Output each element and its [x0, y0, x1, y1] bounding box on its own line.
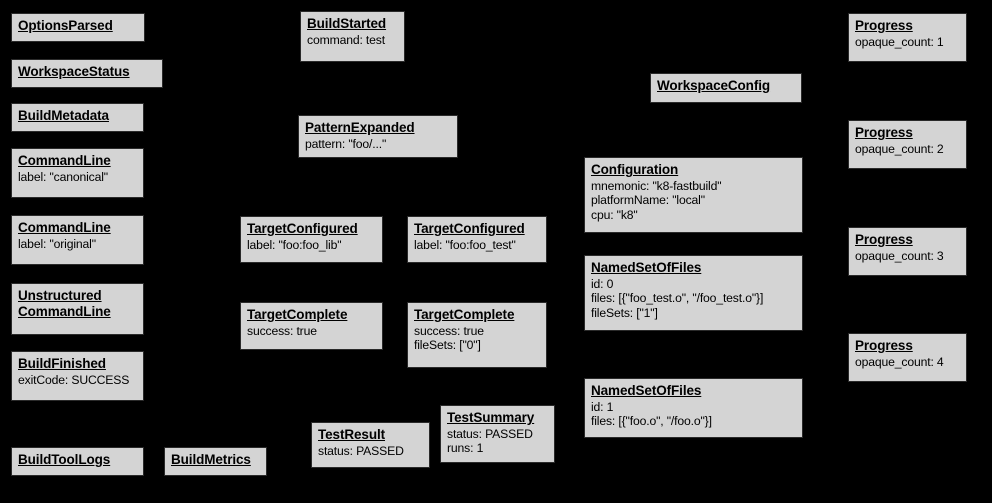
- node-attribute-line: opaque_count: 3: [855, 248, 944, 263]
- node-attribute-line: success: true: [247, 323, 317, 338]
- node-attributes: success: true: [247, 324, 376, 338]
- node-title: BuildFinished: [18, 356, 106, 371]
- node-attribute-line: opaque_count: 4: [855, 354, 944, 369]
- node-title: TestSummary: [447, 410, 535, 425]
- node-title: CommandLine: [18, 220, 111, 235]
- node-attributes: opaque_count: 2: [855, 142, 960, 156]
- node-title: Progress: [855, 338, 913, 353]
- node-attributes: label: "foo:foo_test": [414, 238, 540, 252]
- node-attribute-line: id: 0: [591, 276, 614, 291]
- node-title: TargetConfigured: [414, 221, 525, 236]
- node-title: TargetComplete: [414, 307, 515, 322]
- node-title: BuildToolLogs: [18, 452, 111, 467]
- node-title: TestResult: [318, 427, 386, 442]
- node-attributes: status: PASSED: [318, 444, 423, 458]
- node-title: WorkspaceConfig: [657, 78, 771, 93]
- node-attribute-line: mnemonic: "k8-fastbuild": [591, 178, 722, 193]
- node-attributes: opaque_count: 4: [855, 355, 960, 369]
- node-attribute-line: status: PASSED: [318, 443, 404, 458]
- node-attributes: command: test: [307, 33, 398, 47]
- node-title: WorkspaceStatus: [18, 64, 130, 79]
- node-build-metadata[interactable]: BuildMetadata: [11, 103, 144, 132]
- node-attribute-line: runs: 1: [447, 441, 484, 456]
- node-attribute-line: exitCode: SUCCESS: [18, 372, 130, 387]
- node-title: CommandLine: [18, 153, 111, 168]
- node-title: Progress: [855, 232, 913, 247]
- node-title: Progress: [855, 18, 913, 33]
- node-build-metrics[interactable]: BuildMetrics: [164, 447, 267, 476]
- node-attribute-line: files: [{"foo.o", "/foo.o"}]: [591, 414, 712, 429]
- node-attribute-line: success: true: [414, 323, 484, 338]
- node-attribute-line: files: [{"foo_test.o", "/foo_test.o"}]: [591, 291, 764, 306]
- node-title: Progress: [855, 125, 913, 140]
- node-attribute-line: fileSets: ["1"]: [591, 305, 658, 320]
- node-title: OptionsParsed: [18, 18, 113, 33]
- node-attributes: exitCode: SUCCESS: [18, 373, 137, 387]
- node-attribute-line: command: test: [307, 32, 385, 47]
- node-attributes: opaque_count: 1: [855, 35, 960, 49]
- node-title: BuildMetrics: [171, 452, 251, 467]
- node-workspace-status[interactable]: WorkspaceStatus: [11, 59, 163, 88]
- node-options-parsed[interactable]: OptionsParsed: [11, 13, 145, 42]
- node-attribute-line: label: "canonical": [18, 169, 108, 184]
- node-title: TargetComplete: [247, 307, 348, 322]
- node-attributes: mnemonic: "k8-fastbuild"platformName: "l…: [591, 179, 796, 222]
- node-title: TargetConfigured: [247, 221, 358, 236]
- node-attribute-line: cpu: "k8": [591, 207, 638, 222]
- node-attribute-line: id: 1: [591, 399, 614, 414]
- node-attribute-line: opaque_count: 1: [855, 34, 944, 49]
- node-attributes: pattern: "foo/...": [305, 137, 451, 151]
- node-attribute-line: label: "original": [18, 236, 96, 251]
- node-attributes: label: "foo:foo_lib": [247, 238, 376, 252]
- node-attribute-line: fileSets: ["0"]: [414, 338, 481, 353]
- node-attributes: opaque_count: 3: [855, 249, 960, 263]
- node-attributes: label: "canonical": [18, 170, 137, 184]
- node-attribute-line: opaque_count: 2: [855, 141, 944, 156]
- node-attribute-line: label: "foo:foo_test": [414, 237, 516, 252]
- node-title: Unstructured CommandLine: [18, 288, 111, 319]
- node-attribute-line: pattern: "foo/...": [305, 136, 387, 151]
- node-title: BuildStarted: [307, 16, 387, 31]
- node-title: NamedSetOfFiles: [591, 383, 702, 398]
- node-title: BuildMetadata: [18, 108, 109, 123]
- node-title: Configuration: [591, 162, 679, 177]
- node-title: NamedSetOfFiles: [591, 260, 702, 275]
- node-title: PatternExpanded: [305, 120, 415, 135]
- node-attribute-line: status: PASSED: [447, 426, 533, 441]
- node-attributes: label: "original": [18, 237, 137, 251]
- node-unstructured-command-line[interactable]: Unstructured CommandLine: [11, 283, 144, 335]
- node-build-tool-logs[interactable]: BuildToolLogs: [11, 447, 144, 476]
- node-attribute-line: label: "foo:foo_lib": [247, 237, 342, 252]
- node-workspace-config[interactable]: WorkspaceConfig: [650, 73, 802, 103]
- node-attribute-line: platformName: "local": [591, 193, 705, 208]
